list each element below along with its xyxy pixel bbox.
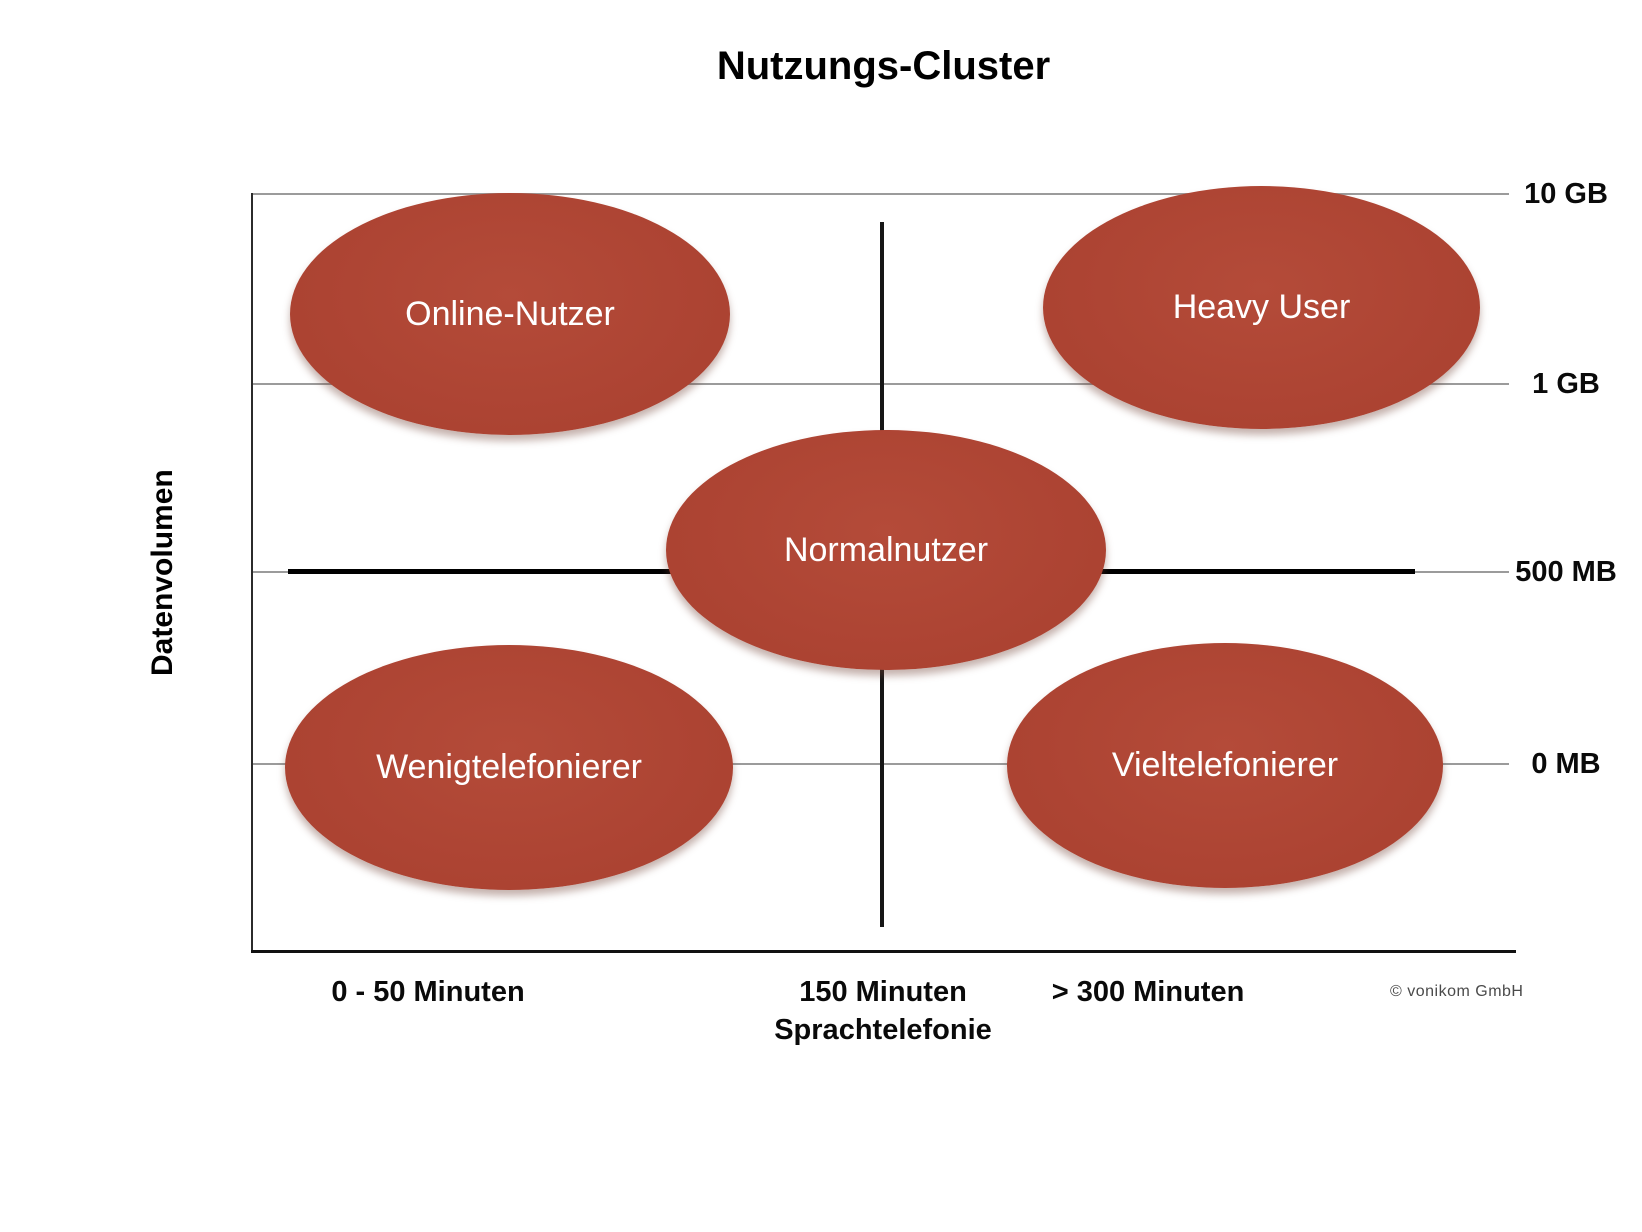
cluster-label: Wenigtelefonierer (376, 748, 642, 786)
cluster-wenigtelefonierer: Wenigtelefonierer (285, 645, 733, 890)
copyright-note: © vonikom GmbH (1390, 983, 1524, 1000)
y-tick-1gb: 1 GB (1532, 368, 1600, 400)
cluster-vieltelefonierer: Vieltelefonierer (1007, 643, 1443, 888)
y-tick-0mb: 0 MB (1531, 748, 1601, 780)
cluster-heavy-user: Heavy User (1043, 186, 1480, 429)
gridline-10gb (251, 193, 1509, 195)
x-axis-line (251, 950, 1516, 953)
x-tick-0-50-minuten: 0 - 50 Minuten (331, 976, 525, 1008)
x-tick-300-minuten: > 300 Minuten (1051, 976, 1245, 1008)
x-axis-label: Sprachtelefonie (774, 1014, 992, 1046)
y-tick-10gb: 10 GB (1524, 178, 1608, 210)
y-tick-500mb: 500 MB (1515, 556, 1617, 588)
x-tick-150-minuten: 150 Minuten (799, 976, 967, 1008)
y-axis-label: Datenvolumen (146, 469, 179, 677)
cluster-label: Normalnutzer (783, 530, 989, 569)
page-title: Nutzungs-Cluster (716, 44, 1051, 88)
cluster-online-nutzer: Online-Nutzer (290, 193, 730, 435)
cluster-label: Online-Nutzer (405, 294, 615, 333)
y-axis-line (251, 193, 253, 953)
cluster-label: Heavy User (1172, 288, 1351, 326)
cluster-label: Vieltelefonierer (1111, 746, 1339, 784)
cluster-normalnutzer: Normalnutzer (666, 430, 1106, 670)
